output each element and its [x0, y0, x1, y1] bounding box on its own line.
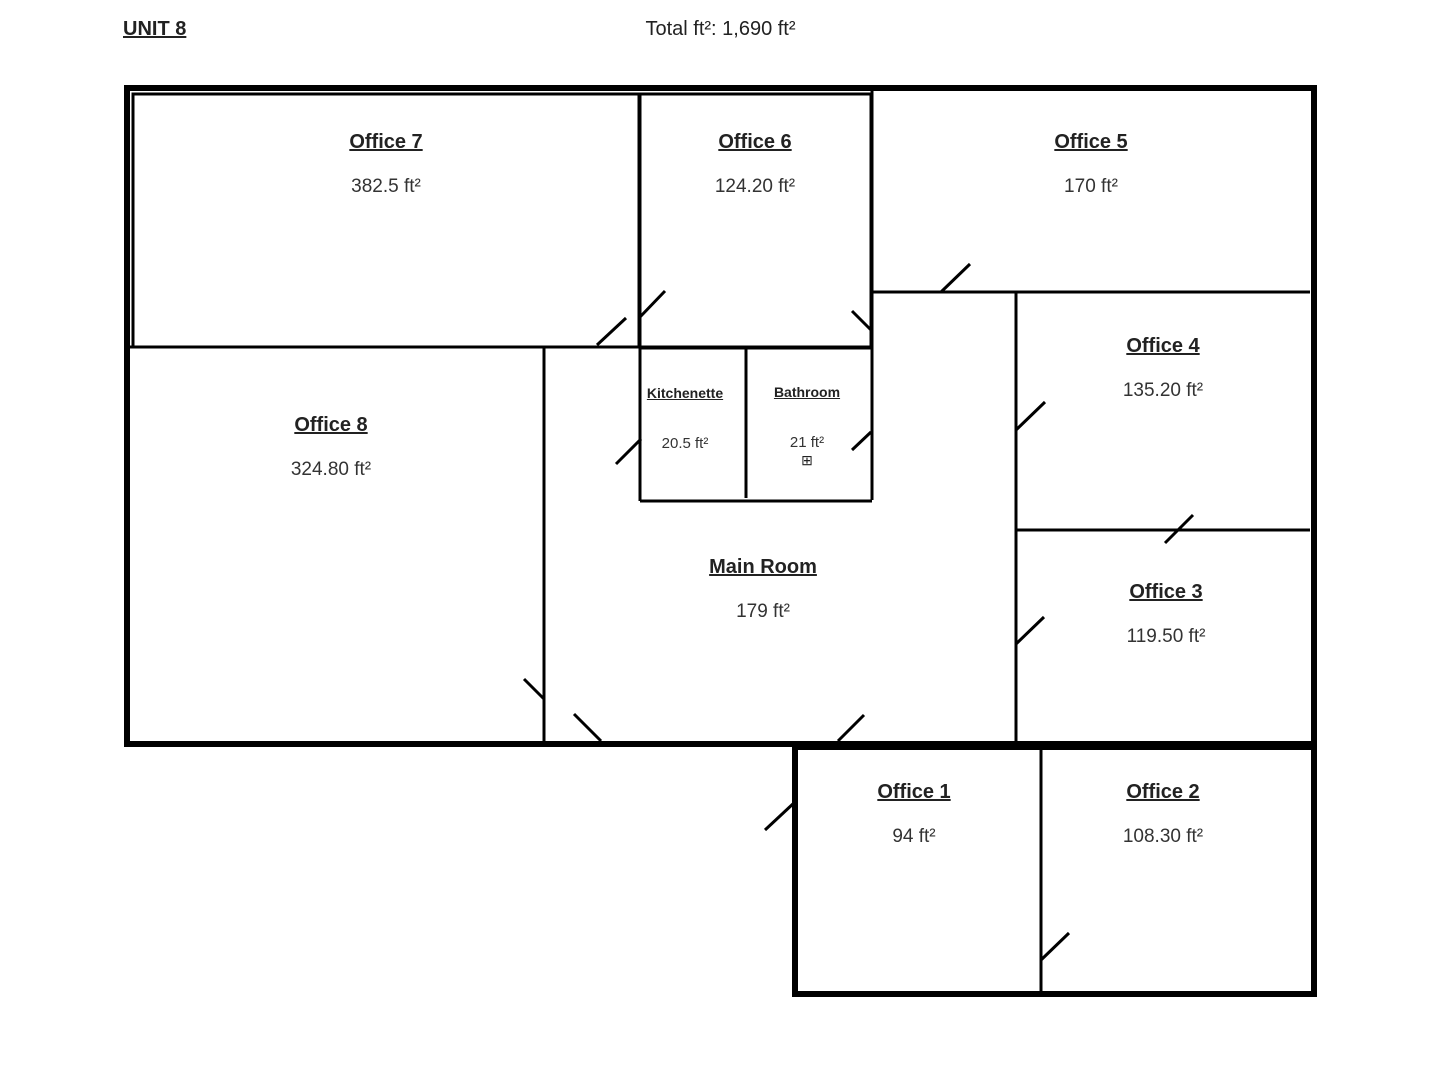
main-block-wall: [124, 85, 1317, 747]
room-area: 124.20 ft²: [714, 176, 796, 197]
room-area: 119.50 ft²: [1126, 626, 1206, 647]
room-area: 135.20 ft²: [1122, 380, 1204, 401]
door-swing-icon: [522, 262, 1195, 962]
exterior-walls: [124, 85, 1317, 997]
room-bathroom: Bathroom 21 ft² ⊞: [774, 384, 840, 467]
room-area: 170 ft²: [1064, 176, 1118, 197]
room-name: Office 2: [1126, 781, 1200, 803]
room-area: 94 ft²: [892, 826, 936, 847]
room-name: Office 7: [349, 131, 423, 153]
room-name: Office 4: [1126, 335, 1200, 357]
room-name: Office 6: [718, 131, 792, 153]
lower-block-wall: [792, 744, 1317, 997]
room-name: Office 1: [877, 781, 951, 803]
room-area: 108.30 ft²: [1122, 826, 1204, 847]
room-name: Kitchenette: [646, 385, 724, 401]
room-office-3: Office 3 119.50 ft²: [1127, 581, 1206, 648]
room-kitchenette: Kitchenette 20.5 ft²: [647, 385, 723, 452]
room-area: 20.5 ft²: [661, 435, 709, 452]
room-office-6: Office 6 124.20 ft²: [715, 131, 795, 198]
room-main-room: Main Room 179 ft²: [709, 556, 817, 623]
unit-title: UNIT 8: [123, 18, 187, 40]
room-office-4: Office 4 135.20 ft²: [1123, 335, 1203, 402]
room-area: 382.5 ft²: [351, 176, 421, 197]
room-name: Office 8: [294, 414, 368, 436]
room-area: 21 ft²: [789, 434, 825, 451]
room-name: Office 5: [1054, 131, 1128, 153]
room-name: Main Room: [709, 556, 817, 578]
room-area: 324.80 ft²: [290, 459, 372, 480]
room-name: Bathroom: [773, 384, 841, 400]
room-office-2: Office 2 108.30 ft²: [1123, 781, 1203, 848]
room-name: Office 3: [1129, 581, 1203, 603]
room-office-8: Office 8 324.80 ft²: [291, 414, 371, 481]
room-office-7: Office 7 382.5 ft²: [349, 131, 422, 198]
interior-walls: [130, 88, 1310, 994]
room-office-1: Office 1 94 ft²: [877, 781, 950, 848]
total-area: Total ft²: 1,690 ft²: [645, 18, 796, 40]
toilet-icon: ⊞: [801, 452, 813, 468]
room-area: 179 ft²: [736, 601, 790, 622]
room-office-5: Office 5 170 ft²: [1054, 131, 1127, 198]
